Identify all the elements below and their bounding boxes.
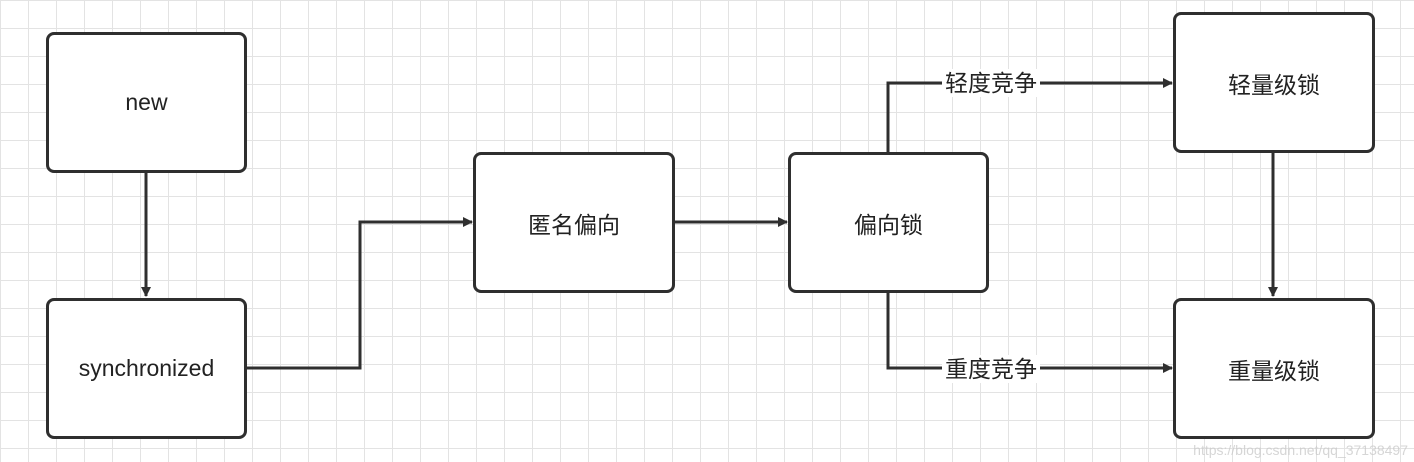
edge-label-heavy-contention: 重度竞争 [942, 355, 1040, 383]
node-heavyweight-lock: 重量级锁 [1173, 298, 1375, 439]
node-synchronized: synchronized [46, 298, 247, 439]
edge-biased-lock-to-lightweight-lock [886, 78, 1173, 152]
edge-synchronized-to-anonymous-bias [247, 217, 473, 370]
edge-label-light-contention: 轻度竞争 [942, 69, 1040, 97]
node-lightweight-lock: 轻量级锁 [1173, 12, 1375, 153]
node-new: new [46, 32, 247, 173]
edge-biased-lock-to-heavyweight-lock [886, 293, 1173, 373]
watermark-text: https://blog.csdn.net/qq_37138497 [1193, 442, 1408, 458]
node-biased-lock: 偏向锁 [788, 152, 989, 293]
node-anonymous-bias: 匿名偏向 [473, 152, 675, 293]
